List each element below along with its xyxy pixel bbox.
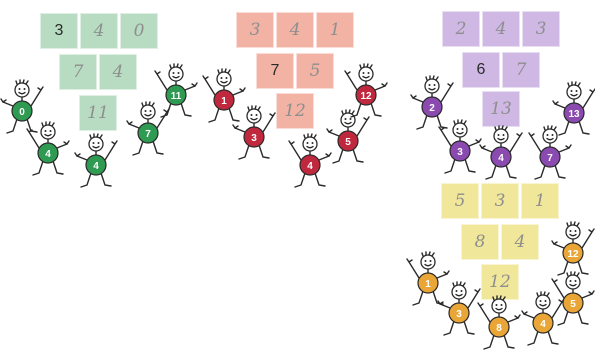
cell-green-r1-2: 4 [80, 13, 118, 49]
cell-yellow-r1-2: 3 [481, 183, 519, 219]
ball-number: 4 [74, 161, 118, 172]
cell-yellow-r1-3: 1 [521, 183, 559, 219]
cell-green-r2-1: 7 [59, 54, 97, 90]
figure-yellow-8: 8 [477, 294, 521, 354]
cell-green-r3-1: 11 [79, 95, 117, 131]
cell-purple-r1-3: 3 [522, 11, 560, 47]
ball-number: 3 [438, 147, 482, 158]
ball-number: 4 [26, 149, 70, 160]
ball-number: 13 [552, 109, 595, 120]
cell-yellow-r1-1: 5 [441, 183, 479, 219]
cell-green-r1-3: 0 [120, 13, 158, 49]
cell-purple-r2-1: 6 [462, 52, 500, 88]
figure-green-7: 7 [126, 100, 170, 160]
cell-yellow-r2-2: 4 [501, 224, 539, 260]
ball-number: 3 [437, 309, 481, 320]
cell-red-r2-1: 7 [256, 53, 294, 89]
ball-number: 3 [232, 133, 276, 144]
cell-yellow-r2-1: 8 [461, 224, 499, 260]
cell-green-r1-1: 3 [40, 13, 78, 49]
cell-red-r1-1: 3 [236, 12, 274, 48]
ball-number: 7 [528, 153, 572, 164]
cell-red-r1-2: 4 [276, 12, 314, 48]
ball-number: 7 [126, 129, 170, 140]
ball-number: 0 [0, 107, 44, 118]
ball-number: 12 [551, 249, 595, 260]
cell-purple-r1-2: 4 [482, 11, 520, 47]
cell-red-r2-2: 5 [296, 53, 334, 89]
ball-number: 8 [477, 323, 521, 334]
ball-number: 5 [551, 299, 595, 310]
ball-number: 2 [410, 103, 454, 114]
ball-number: 12 [344, 91, 388, 102]
cell-purple-r3-1: 13 [482, 91, 520, 127]
figure-red-3: 3 [232, 104, 276, 164]
figure-green-4a: 4 [26, 120, 70, 180]
figure-green-4b: 4 [74, 132, 118, 192]
figure-yellow-3: 3 [437, 280, 481, 340]
figure-purple-13: 13 [552, 80, 595, 140]
cell-red-r3-1: 12 [276, 93, 314, 129]
ball-number: 5 [326, 137, 370, 148]
cell-red-r1-3: 1 [316, 12, 354, 48]
figure-purple-4: 4 [479, 124, 523, 184]
cell-purple-r1-1: 2 [442, 11, 480, 47]
figure-purple-3: 3 [438, 118, 482, 178]
figure-red-12: 12 [344, 62, 388, 122]
cell-green-r2-2: 4 [99, 54, 137, 90]
cell-purple-r2-2: 7 [502, 52, 540, 88]
ball-number: 4 [479, 153, 523, 164]
figure-yellow-12: 12 [551, 220, 595, 280]
